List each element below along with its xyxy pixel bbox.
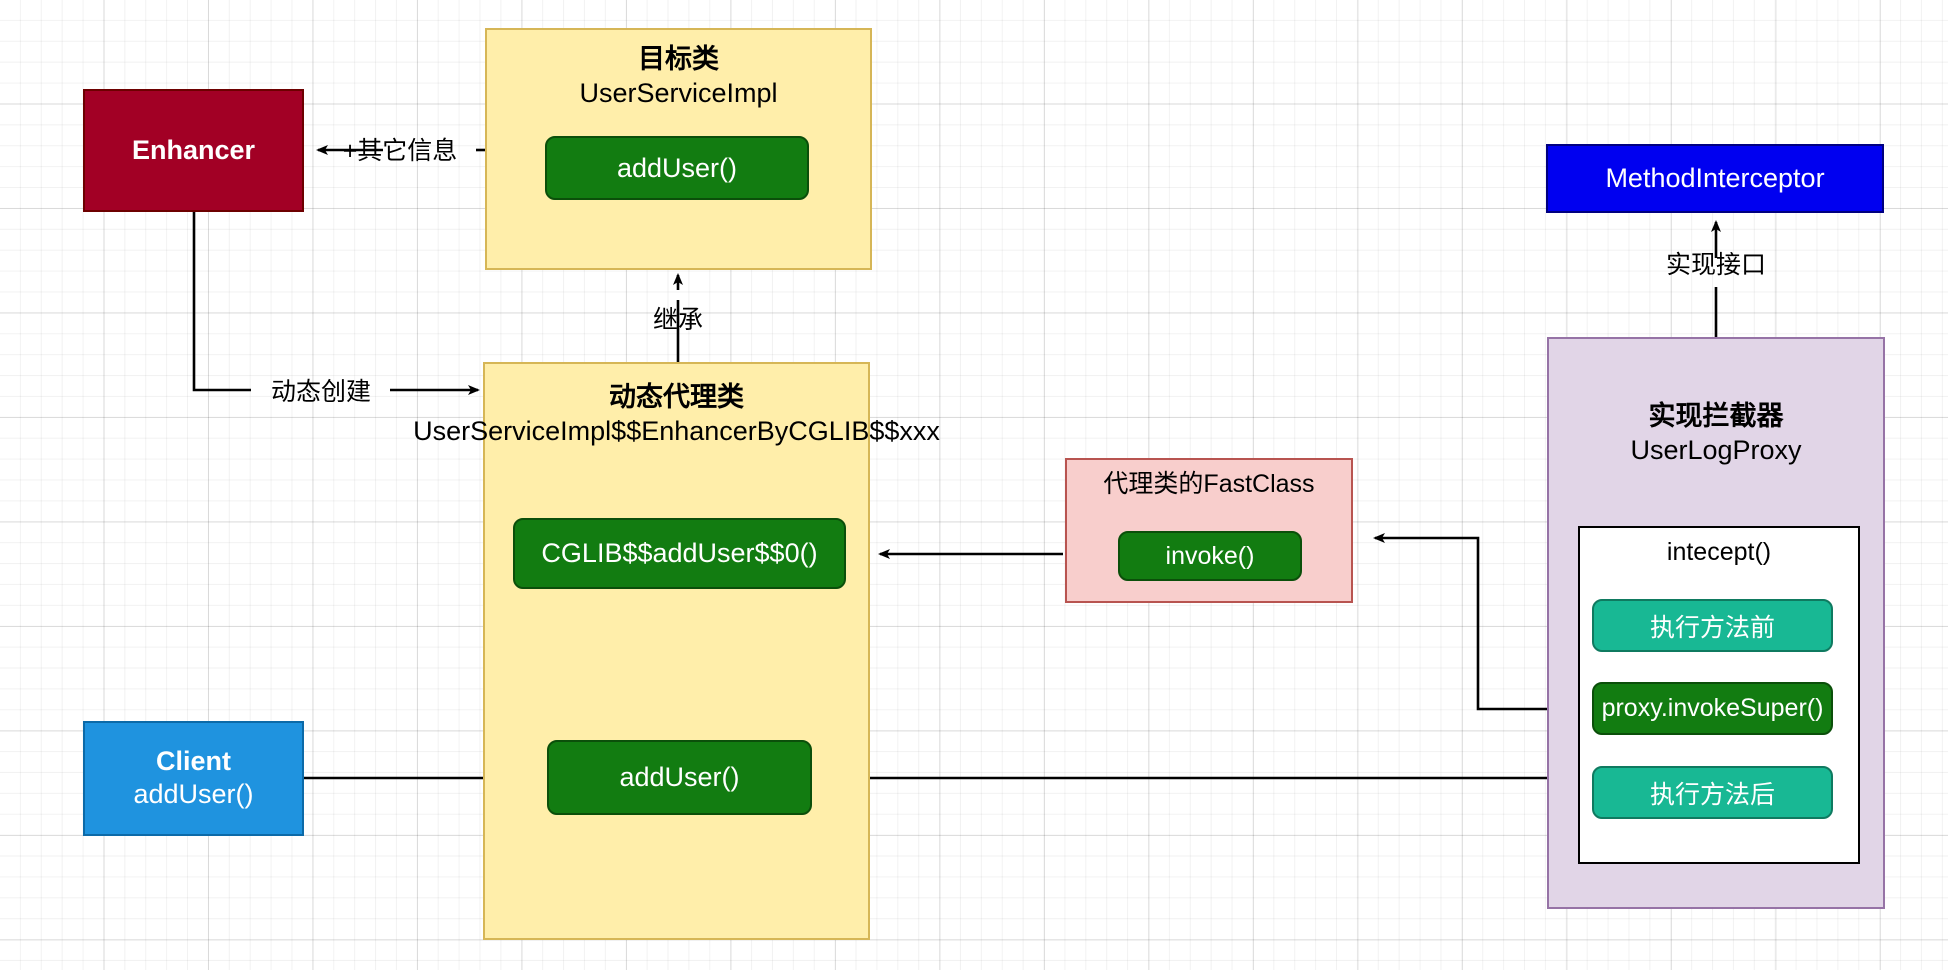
node-enhancer-label: Enhancer xyxy=(131,134,256,165)
step-invoke-super-label: proxy.invokeSuper() xyxy=(1601,694,1824,722)
method-proxy-adduser[interactable]: addUser() xyxy=(547,740,812,815)
method-fastclass-invoke[interactable]: invoke() xyxy=(1118,531,1302,581)
edge-label-inherit: 继承 xyxy=(652,306,703,334)
node-enhancer[interactable]: Enhancer xyxy=(83,89,304,212)
method-proxy-cglib-adduser[interactable]: CGLIB$$addUser$$0() xyxy=(513,518,846,589)
node-interceptor-impl-subtitle: UserLogProxy xyxy=(1630,434,1802,465)
method-proxy-adduser-label: addUser() xyxy=(619,762,740,792)
step-before-method[interactable]: 执行方法前 xyxy=(1592,599,1833,652)
method-target-adduser-label: addUser() xyxy=(616,152,738,183)
node-proxy-class-title: 动态代理类 xyxy=(609,382,744,412)
node-client[interactable]: Client addUser() xyxy=(83,721,304,836)
node-fastclass-title: 代理类的FastClass xyxy=(1103,470,1315,498)
node-method-interceptor[interactable]: MethodInterceptor xyxy=(1546,144,1884,213)
step-invoke-super[interactable]: proxy.invokeSuper() xyxy=(1592,682,1833,735)
node-interceptor-impl-title: 实现拦截器 xyxy=(1648,401,1784,431)
edge-label-implements-interface: 实现接口 xyxy=(1665,251,1766,279)
edge-dynamic-create xyxy=(192,212,480,395)
step-after-method[interactable]: 执行方法后 xyxy=(1592,766,1833,819)
method-fastclass-invoke-label: invoke() xyxy=(1165,541,1255,570)
edge-label-dynamic-create: 动态创建 xyxy=(270,378,371,406)
method-target-adduser[interactable]: addUser() xyxy=(545,136,809,200)
step-after-method-label: 执行方法后 xyxy=(1649,780,1775,809)
node-target-class-title: 目标类 xyxy=(638,44,719,74)
node-client-title: Client xyxy=(155,746,231,777)
method-proxy-cglib-adduser-label: CGLIB$$addUser$$0() xyxy=(541,538,818,568)
node-client-subtitle: addUser() xyxy=(133,779,254,809)
node-target-class-subtitle: UserServiceImpl xyxy=(579,77,778,108)
node-intercept-method-title: intecept() xyxy=(1666,538,1772,566)
edge-label-other-info: +其它信息 xyxy=(342,137,458,165)
step-before-method-label: 执行方法前 xyxy=(1649,613,1775,642)
node-proxy-class-subtitle: UserServiceImpl$$EnhancerByCGLIB$$xxx xyxy=(413,415,940,446)
node-method-interceptor-label: MethodInterceptor xyxy=(1605,162,1825,193)
node-proxy-class[interactable]: 动态代理类 UserServiceImpl$$EnhancerByCGLIB$$… xyxy=(413,362,940,940)
